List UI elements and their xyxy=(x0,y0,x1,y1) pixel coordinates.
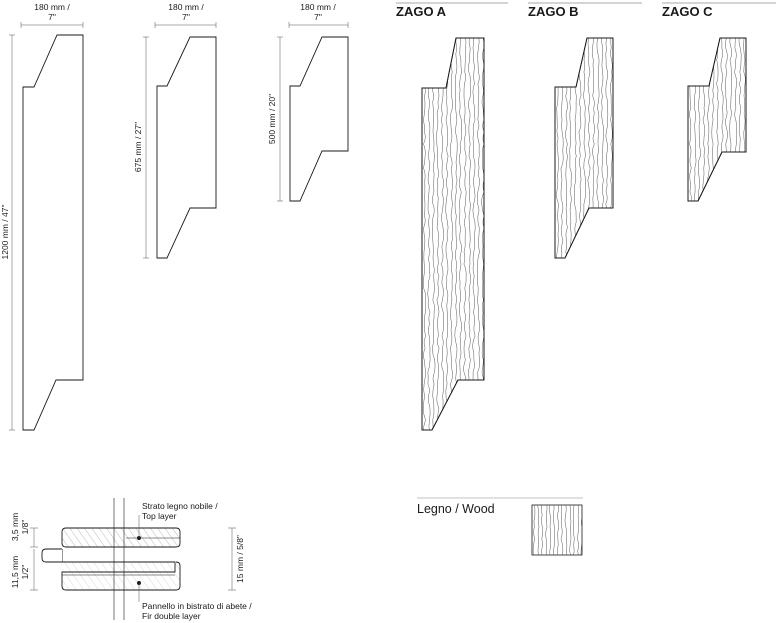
top-layer-label-it: Strato legno nobile / xyxy=(142,501,218,511)
model-title-zago-c: ZAGO C xyxy=(662,4,713,19)
wood-grain-line xyxy=(552,36,554,264)
wood-grain-line xyxy=(450,38,453,430)
material-label: Legno / Wood xyxy=(417,502,495,516)
model-title-zago-b: ZAGO B xyxy=(528,4,579,19)
model-title-zago-a: ZAGO A xyxy=(396,4,447,19)
profile-675-outline xyxy=(156,36,217,259)
profile-1200: 180 mm / 7" 1200 mm / 47" xyxy=(0,2,84,431)
wood-grain-line xyxy=(560,505,564,555)
profile-675-width-in: 7" xyxy=(182,12,190,22)
wood-grain-line xyxy=(532,505,536,555)
fir-thickness-mm: 11,5 mm xyxy=(10,556,20,588)
profile-1200-width-mm: 180 mm / xyxy=(34,2,70,12)
wood-grain-line xyxy=(564,505,568,555)
zago-b-perspective xyxy=(552,36,614,264)
zago-c-perspective xyxy=(685,36,747,204)
fir-thickness-in: 1/2" xyxy=(20,565,30,580)
profile-1200-width-in: 7" xyxy=(48,12,56,22)
profile-1200-height: 1200 mm / 47" xyxy=(0,205,10,260)
zago-a-perspective xyxy=(419,36,485,432)
wood-grain-line xyxy=(445,38,449,430)
wood-grain-line xyxy=(431,38,436,430)
tongue-shape xyxy=(41,548,62,563)
wood-grain-line xyxy=(580,505,582,555)
wood-grain-line xyxy=(422,38,426,430)
wood-grain-line xyxy=(472,38,476,430)
wood-grain-line xyxy=(427,38,431,430)
wood-grain-line xyxy=(419,36,421,432)
total-thickness: 15 mm / 5/8" xyxy=(235,535,245,583)
profile-500-width-in: 7" xyxy=(314,12,322,22)
wood-swatch xyxy=(531,504,583,556)
profile-675: 180 mm / 7" 675 mm / 27" xyxy=(133,2,217,259)
wood-grain-line xyxy=(477,38,480,430)
wood-grain-line xyxy=(454,38,458,430)
profile-1200-outline xyxy=(22,34,84,431)
wood-grain-line xyxy=(537,505,540,555)
top-layer-shape xyxy=(61,527,181,548)
profile-500-height: 500 mm / 20" xyxy=(267,94,277,144)
wood-grain-line xyxy=(458,38,462,430)
wood-grain-line xyxy=(441,38,445,430)
wood-grain-line xyxy=(548,505,552,555)
fir-layer-label-it: Pannello in bistrato di abete / xyxy=(142,601,252,611)
wood-grain-line xyxy=(529,503,531,563)
wood-grain-line xyxy=(468,38,472,430)
profile-500-outline xyxy=(289,36,349,202)
wood-grain-line xyxy=(685,36,687,204)
wood-grain-line xyxy=(481,38,484,430)
wood-grain-line xyxy=(545,505,548,555)
wood-grain-line xyxy=(556,505,560,555)
profile-675-width-mm: 180 mm / xyxy=(168,2,204,12)
top-thickness-mm: 3,5 mm xyxy=(10,513,20,541)
wood-grain-line xyxy=(541,505,543,555)
cross-section-detail: Strato legno nobile / Top layer Pannello… xyxy=(10,498,252,621)
wood-grain-line xyxy=(569,505,572,555)
top-layer-label-en: Top layer xyxy=(142,511,177,521)
wood-grain-line xyxy=(463,38,467,430)
profile-675-height: 675 mm / 27" xyxy=(133,122,143,172)
wood-grain-line xyxy=(552,505,556,555)
wood-grain-line xyxy=(573,505,575,555)
top-thickness-in: 1/8" xyxy=(20,520,30,535)
wood-grain-line xyxy=(577,505,580,555)
fir-layer-label-en: Fir double layer xyxy=(142,611,201,621)
profile-500: 180 mm / 7" 500 mm / 20" xyxy=(267,2,349,202)
profile-500-width-mm: 180 mm / xyxy=(300,2,336,12)
wood-grain-line xyxy=(436,38,440,430)
material-legend: Legno / Wood xyxy=(417,497,583,563)
